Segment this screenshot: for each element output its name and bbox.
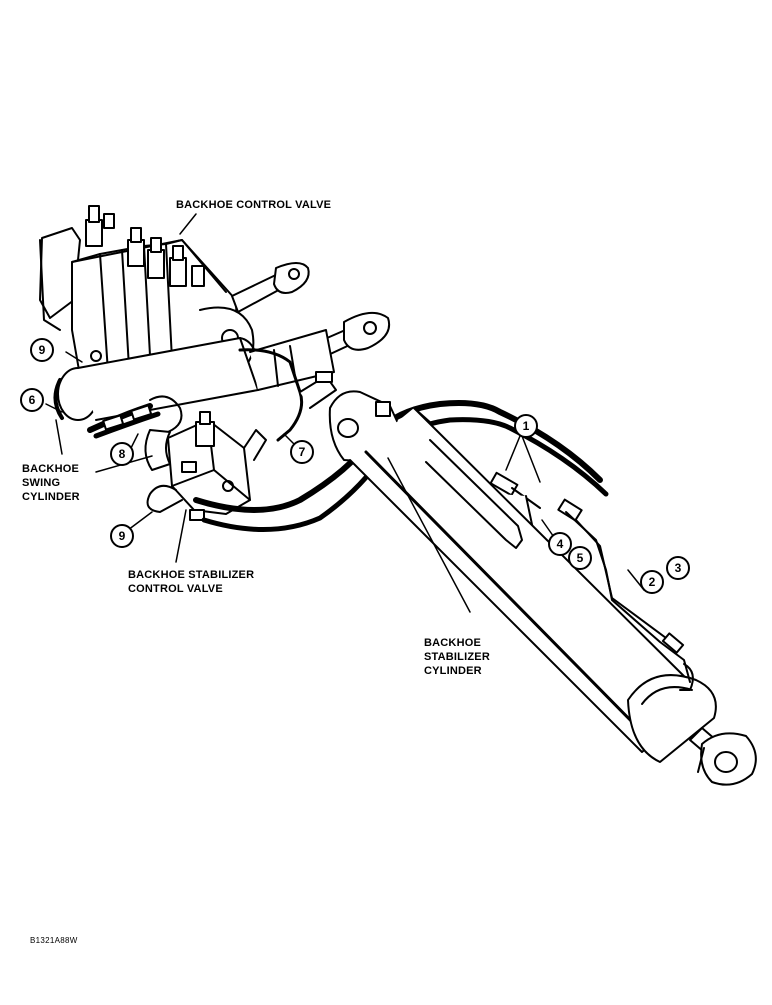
stabilizer-control-valve-drawing xyxy=(144,411,267,521)
valve-tube-drawing xyxy=(238,348,337,442)
callout-9-lower: 9 xyxy=(110,524,134,548)
stabilizer-cylinder-drawing xyxy=(328,390,757,786)
label-swing-line-3: CYLINDER xyxy=(22,491,80,503)
label-stab-valve-line-1: BACKHOE STABILIZER xyxy=(128,569,255,581)
label-stab-valve-line-2: CONTROL VALVE xyxy=(128,583,223,595)
figure-reference-code: B1321A88W xyxy=(30,936,78,945)
callout-8: 8 xyxy=(110,442,134,466)
label-backhoe-swing-cylinder: BACKHOE SWING CYLINDER xyxy=(22,462,80,504)
label-stab-cyl-line-2: STABILIZER xyxy=(424,651,490,663)
callout-2: 2 xyxy=(640,570,664,594)
label-backhoe-control-valve: BACKHOE CONTROL VALVE xyxy=(176,199,332,211)
callout-6: 6 xyxy=(20,388,44,412)
label-swing-line-2: SWING xyxy=(22,477,61,489)
callout-9-upper: 9 xyxy=(30,338,54,362)
label-swing-line-1: BACKHOE xyxy=(22,463,80,475)
callout-4: 4 xyxy=(548,532,572,556)
label-stab-cyl-line-1: BACKHOE xyxy=(424,637,482,649)
callout-1: 1 xyxy=(514,414,538,438)
callout-5: 5 xyxy=(568,546,592,570)
label-stab-cyl-line-3: CYLINDER xyxy=(424,665,482,677)
callout-3: 3 xyxy=(666,556,690,580)
swing-hoses-drawing xyxy=(87,395,183,439)
callout-7: 7 xyxy=(290,440,314,464)
stabilizer-tube-drawing xyxy=(425,439,694,691)
label-backhoe-stabilizer-control-valve: BACKHOE STABILIZER CONTROL VALVE xyxy=(128,568,254,596)
swing-cylinder-drawing xyxy=(53,329,335,421)
label-backhoe-stabilizer-cylinder: BACKHOE STABILIZER CYLINDER xyxy=(424,636,490,678)
